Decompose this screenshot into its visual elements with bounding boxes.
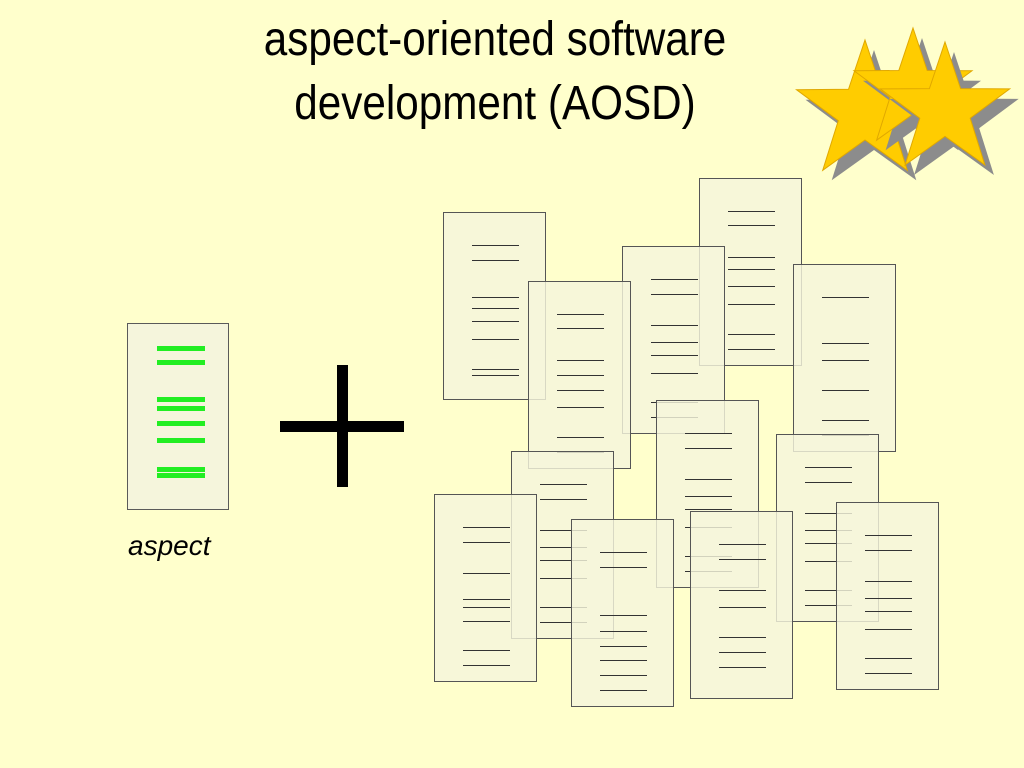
document-icon [836, 502, 939, 690]
stars-decoration [795, 26, 1019, 181]
aspect-document-icon [127, 323, 229, 510]
document-icon [528, 281, 631, 469]
aspect-line [157, 360, 205, 365]
aspect-line [157, 421, 205, 426]
aspect-line [157, 406, 205, 411]
aspect-line [157, 346, 205, 351]
document-icon [690, 511, 793, 699]
title-line-1: aspect-oriented software [263, 13, 727, 66]
document-icon [434, 494, 537, 682]
aspect-line [157, 397, 205, 402]
aspect-caption: aspect [128, 530, 211, 561]
title-line-2: development (AOSD) [294, 77, 696, 130]
slide-title: aspect-oriented software development (AO… [209, 8, 781, 136]
plus-icon [280, 365, 404, 487]
aspect-line [157, 473, 205, 478]
aspect-line [157, 438, 205, 443]
star-icon [878, 40, 1019, 175]
document-icon [793, 264, 896, 452]
document-icon [571, 519, 674, 707]
aspect-line [157, 467, 205, 472]
